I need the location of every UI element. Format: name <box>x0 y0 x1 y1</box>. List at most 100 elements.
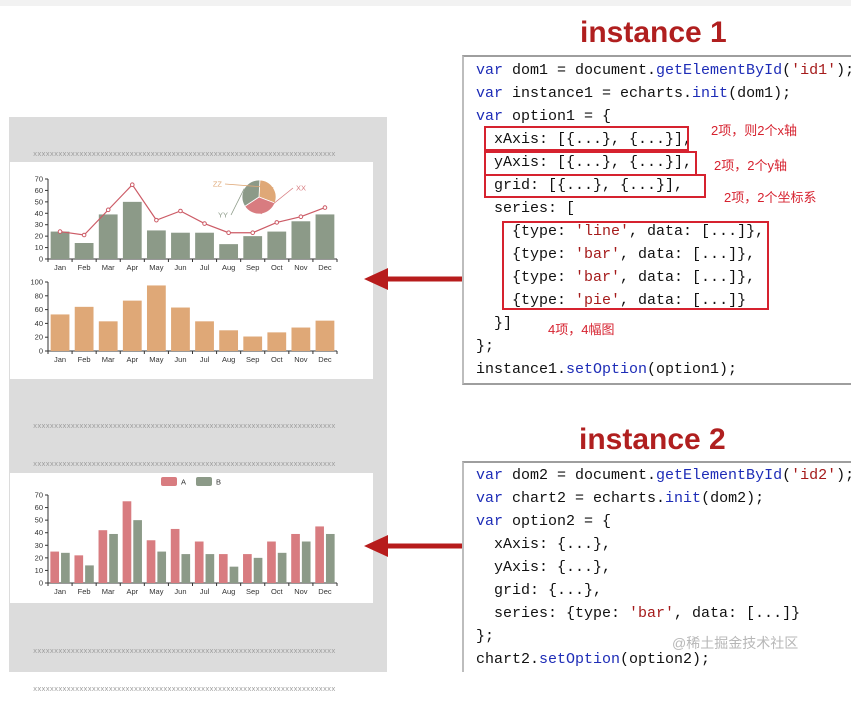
code-line: var chart2 = echarts.init(dom2); <box>476 490 764 507</box>
code-token: ); <box>836 467 851 484</box>
code-token: xAxis: {...}, <box>476 536 612 553</box>
bar-bottom-chart <box>171 307 190 351</box>
pie-label-line <box>230 188 245 216</box>
code-token: var <box>476 490 504 507</box>
code-token: getElementById <box>656 467 783 484</box>
bar-series-b <box>325 533 335 583</box>
line-point <box>202 221 207 226</box>
bar-bottom-chart <box>267 332 287 351</box>
code-token: , data: [...]}, <box>620 246 756 263</box>
bar-bottom-chart <box>291 327 311 351</box>
instance2-title: instance 2 <box>579 423 726 456</box>
y-tick-label: 20 <box>35 553 43 562</box>
y-tick-label: 20 <box>35 333 43 342</box>
y-tick-label: 70 <box>35 175 43 184</box>
bar-series-b <box>253 557 263 583</box>
code-token: dom2 = document. <box>503 467 657 484</box>
bar-bottom-chart <box>219 330 239 351</box>
x-tick-label: Aug <box>222 263 235 272</box>
y-tick-label: 50 <box>35 516 43 525</box>
code-token: }; <box>476 628 495 645</box>
code-line: series: {type: 'bar', data: [...]} <box>476 605 800 622</box>
code-line: var dom1 = document.getElementById('id1'… <box>476 62 851 79</box>
code-token: {type: <box>476 292 576 309</box>
code-line: {type: 'line', data: [...]}, <box>476 223 764 240</box>
bar-bottom-chart <box>195 321 214 351</box>
bar-series-a <box>50 551 60 583</box>
bar-bottom-chart <box>50 314 70 351</box>
bar-top-chart <box>291 221 311 259</box>
code-line: }; <box>476 628 494 645</box>
bar-series-a <box>98 530 108 583</box>
line-point <box>81 232 87 238</box>
x-tick-label: Jun <box>174 263 186 272</box>
code-token: (option2); <box>620 651 711 668</box>
x-tick-label: Nov <box>294 355 308 364</box>
y-tick-label: 40 <box>35 209 43 218</box>
code-token: init <box>692 85 729 102</box>
y-tick-label: 0 <box>39 347 43 356</box>
y-tick-label: 10 <box>35 566 43 575</box>
code-line: {type: 'bar', data: [...]}, <box>476 269 755 286</box>
bar-series-b <box>85 565 94 583</box>
legend-label: A <box>181 478 186 487</box>
x-tick-label: Dec <box>318 355 332 364</box>
pie-label-line <box>260 187 294 215</box>
x-tick-label: Nov <box>294 263 308 272</box>
bar-series-a <box>170 528 180 583</box>
x-tick-label: Jun <box>174 355 186 364</box>
legend-swatch <box>196 477 212 486</box>
code-line: {type: 'pie', data: [...]} <box>476 292 746 309</box>
y-tick-label: 80 <box>35 291 43 300</box>
bar-top-chart <box>219 244 239 259</box>
grid-highlight-box <box>484 174 706 198</box>
bar-series-b <box>133 520 142 583</box>
filler-text-block: xxxxxxxxxxxxxxxxxxxxxxxxxxxxxxxxxxxxxxxx… <box>33 620 373 722</box>
line-point <box>298 214 304 220</box>
filler-line: xxxxxxxxxxxxxxxxxxxxxxxxxxxxxxxxxxxxxxxx… <box>33 460 336 469</box>
bar-top-chart <box>50 231 70 259</box>
code-token: chart2. <box>476 651 540 668</box>
code-line: instance1.setOption(option1); <box>476 361 737 378</box>
code-token: (dom1); <box>728 85 792 102</box>
code-token: grid: [{...}, {...}], <box>476 177 684 194</box>
code-token: }] <box>476 315 513 332</box>
line-point <box>154 217 159 223</box>
x-tick-label: Sep <box>246 587 259 596</box>
x-tick-label: Sep <box>246 355 259 364</box>
bar-top-chart <box>122 201 142 259</box>
legend-swatch <box>161 477 177 486</box>
code-line: xAxis: [{...}, {...}], <box>476 131 692 148</box>
code-line: {type: 'bar', data: [...]}, <box>476 246 755 263</box>
code-token: {type: <box>476 269 576 286</box>
code-token: , data: [...]}, <box>629 223 765 240</box>
code-token: 'line' <box>575 223 630 240</box>
pie-label: YY <box>218 211 228 220</box>
x-tick-label: Jan <box>54 355 66 364</box>
y-tick-label: 30 <box>35 220 43 229</box>
watermark: @稀土掘金技术社区 <box>672 635 799 651</box>
line-point <box>274 220 280 225</box>
code-token: {type: <box>476 223 576 240</box>
code-token: chart2 = echarts. <box>503 490 666 507</box>
y-tick-label: 50 <box>35 197 43 206</box>
bar-bottom-chart <box>122 300 142 351</box>
code-token: {type: <box>476 246 576 263</box>
legend-label: B <box>216 478 221 487</box>
x-tick-label: Jul <box>200 355 210 364</box>
x-tick-label: Mar <box>102 587 115 596</box>
x-tick-label: Oct <box>271 355 284 364</box>
bar-bottom-chart <box>243 336 263 351</box>
bar-top-chart <box>315 214 335 259</box>
code-token: instance1. <box>476 361 567 378</box>
code-token: setOption <box>566 361 648 378</box>
x-tick-label: Nov <box>294 587 308 596</box>
x-tick-label: Oct <box>271 263 284 272</box>
code-line: }; <box>476 338 494 355</box>
y-tick-label: 60 <box>35 186 43 195</box>
code-token: yAxis: [{...}, {...}], <box>476 154 693 171</box>
bar-series-a <box>122 501 132 583</box>
filler-line: xxxxxxxxxxxxxxxxxxxxxxxxxxxxxxxxxxxxxxxx… <box>33 150 336 159</box>
y-tick-label: 60 <box>35 503 43 512</box>
bar-top-chart <box>243 236 263 259</box>
